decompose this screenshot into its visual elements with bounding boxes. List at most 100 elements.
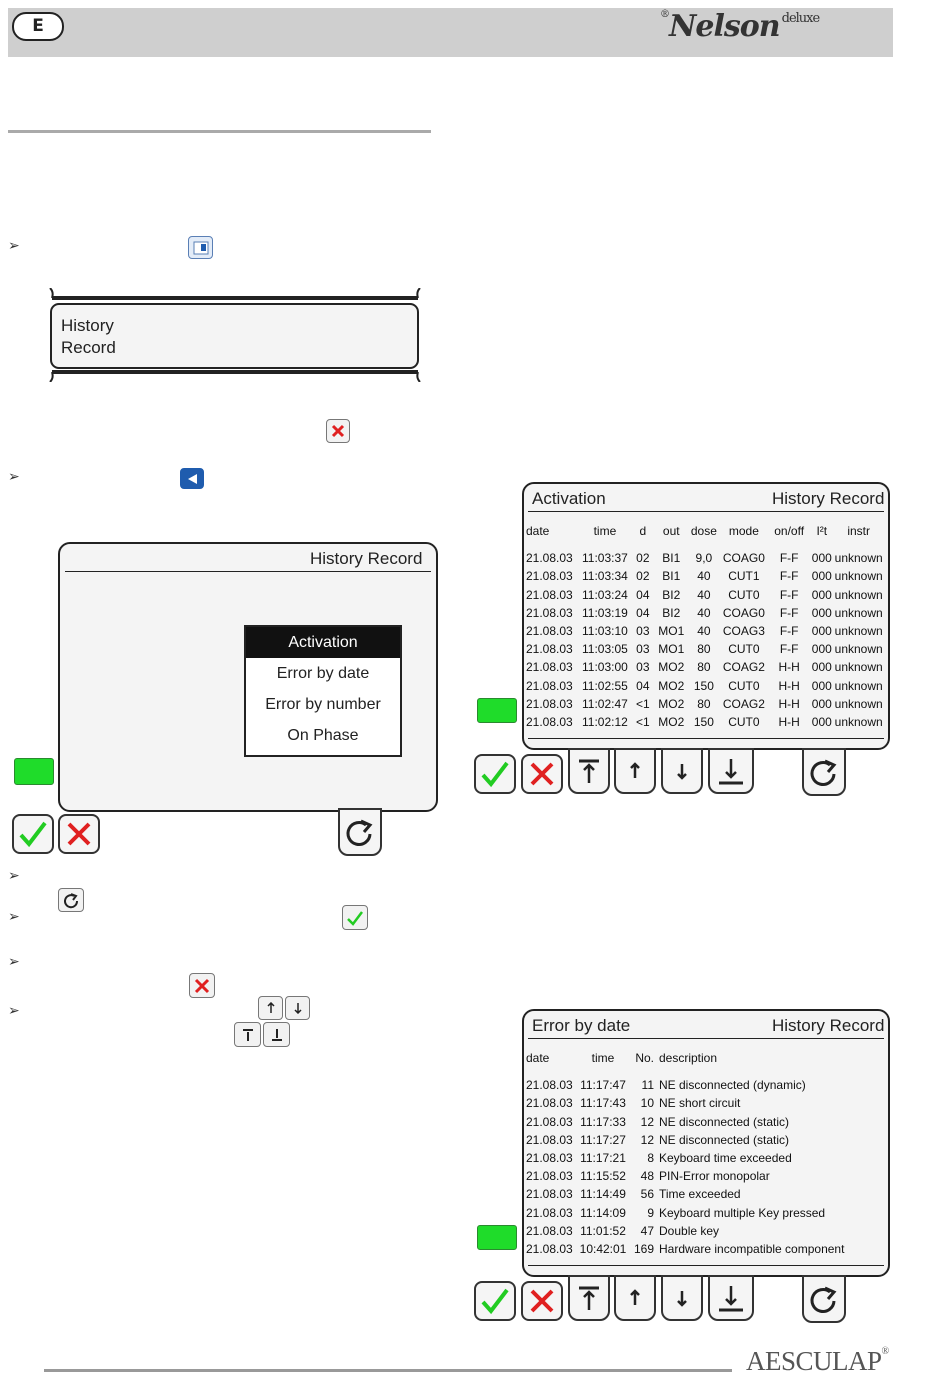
activation-cell: unknown <box>834 714 883 729</box>
cancel-button[interactable] <box>521 754 563 794</box>
last-page-button[interactable] <box>708 748 754 794</box>
activation-bottom-divider <box>528 738 884 739</box>
scroll-up-button[interactable] <box>614 1275 656 1321</box>
first-page-button[interactable] <box>568 748 610 794</box>
activation-cell: 02 <box>636 551 650 566</box>
scroll-up-button[interactable] <box>614 748 656 794</box>
menu-screen: History Record Activation Error by date … <box>10 540 438 858</box>
error-cell: 21.08.03 <box>526 1205 573 1220</box>
activation-cell: 11:03:05 <box>582 642 628 657</box>
first-mini-icon <box>234 1022 261 1047</box>
return-button[interactable] <box>802 1275 846 1323</box>
up-mini-icon <box>258 996 283 1020</box>
error-cell: 11:17:21 <box>580 1151 626 1166</box>
error-cell: 11 <box>641 1078 654 1093</box>
activation-cell: 21.08.03 <box>526 642 573 657</box>
cross-glyph-icon <box>194 978 210 993</box>
activation-cell: H-H <box>778 660 800 675</box>
cancel-button[interactable] <box>58 814 100 854</box>
confirm-button[interactable] <box>474 754 516 794</box>
col-time: time <box>593 524 617 539</box>
menu-item-on-phase[interactable]: On Phase <box>287 727 359 744</box>
col-time: time <box>591 1051 615 1066</box>
activation-cell: 11:02:47 <box>582 696 628 711</box>
banner-line-1: History <box>61 316 114 335</box>
activation-cell: 000 <box>811 660 832 675</box>
activation-table: date time d out dose mode on/off I²t ins… <box>526 522 884 731</box>
col-out: out <box>662 524 680 539</box>
menu-item-activation[interactable]: Activation <box>246 627 400 658</box>
activation-cell: 000 <box>811 624 832 639</box>
error-cell: 21.08.03 <box>526 1114 573 1129</box>
error-cell: 12 <box>640 1132 654 1147</box>
menu-icon <box>188 236 213 259</box>
arrow-top-icon <box>579 759 599 783</box>
activation-cell: <1 <box>635 696 650 711</box>
down-mini-icon <box>285 996 310 1020</box>
arrow-top-icon <box>579 1286 599 1310</box>
activation-cell: 000 <box>811 714 832 729</box>
activation-cell: MO2 <box>658 714 685 729</box>
menu-item-error-by-date[interactable]: Error by date <box>276 665 370 682</box>
activation-cell: H-H <box>778 696 800 711</box>
menu-screen-title: History Record <box>310 549 423 568</box>
confirm-button[interactable] <box>474 1281 516 1321</box>
activation-cell: 21.08.03 <box>526 714 573 729</box>
return-button[interactable] <box>802 748 846 796</box>
error-cell: 21.08.03 <box>526 1151 573 1166</box>
error-cell: 9 <box>647 1205 654 1220</box>
activation-cell: 21.08.03 <box>526 678 573 693</box>
scroll-down-button[interactable] <box>661 1275 703 1321</box>
cancel-button[interactable] <box>521 1281 563 1321</box>
aesculap-logo: AESCULAP® <box>746 1346 889 1377</box>
error-cell: 47 <box>640 1223 654 1238</box>
activation-cell: 11:02:55 <box>582 678 628 693</box>
col-number: No. <box>635 1051 654 1066</box>
activation-cell: 000 <box>811 678 832 693</box>
error-cell: 11:17:43 <box>580 1096 626 1111</box>
logo-registered: ® <box>660 9 670 20</box>
last-page-button[interactable] <box>708 1275 754 1321</box>
col-i2t: I²t <box>816 524 828 539</box>
first-page-button[interactable] <box>568 1275 610 1321</box>
col-description: description <box>659 1051 718 1066</box>
col-d: d <box>639 524 647 539</box>
return-arrow-icon <box>810 1286 837 1313</box>
error-cell: 10:42:01 <box>579 1241 627 1256</box>
error-cell: 11:14:09 <box>580 1205 626 1220</box>
error-cell: 21.08.03 <box>526 1078 573 1093</box>
activation-cell: 04 <box>636 587 650 602</box>
error-cell: Time exceeded <box>659 1187 741 1202</box>
activation-cell: BI1 <box>662 551 681 566</box>
col-date: date <box>526 524 550 539</box>
confirm-button[interactable] <box>12 814 54 854</box>
return-arrow-icon <box>346 819 373 846</box>
activation-cell: unknown <box>834 551 883 566</box>
activation-cell: F-F <box>779 605 799 620</box>
col-instr: instr <box>847 524 871 539</box>
return-arrow-icon <box>810 759 837 786</box>
activation-cell: unknown <box>834 642 883 657</box>
cross-icon <box>530 762 554 786</box>
bullet-1: ➢ <box>8 238 20 254</box>
activation-cell: 000 <box>811 605 832 620</box>
scroll-down-button[interactable] <box>661 748 703 794</box>
arrow-down-icon <box>677 764 687 780</box>
activation-cell: 80 <box>697 642 711 657</box>
arrow-down-icon <box>677 1291 687 1307</box>
activation-cell: 03 <box>636 642 650 657</box>
return-button[interactable] <box>338 808 382 856</box>
activation-cell: 80 <box>697 696 711 711</box>
activation-cell: 21.08.03 <box>526 605 573 620</box>
menu-title-divider <box>65 571 431 572</box>
activation-cell: 000 <box>811 696 832 711</box>
cross-icon <box>530 1289 554 1313</box>
left-triangle-icon <box>188 473 197 484</box>
menu-item-error-by-number[interactable]: Error by number <box>265 696 381 713</box>
